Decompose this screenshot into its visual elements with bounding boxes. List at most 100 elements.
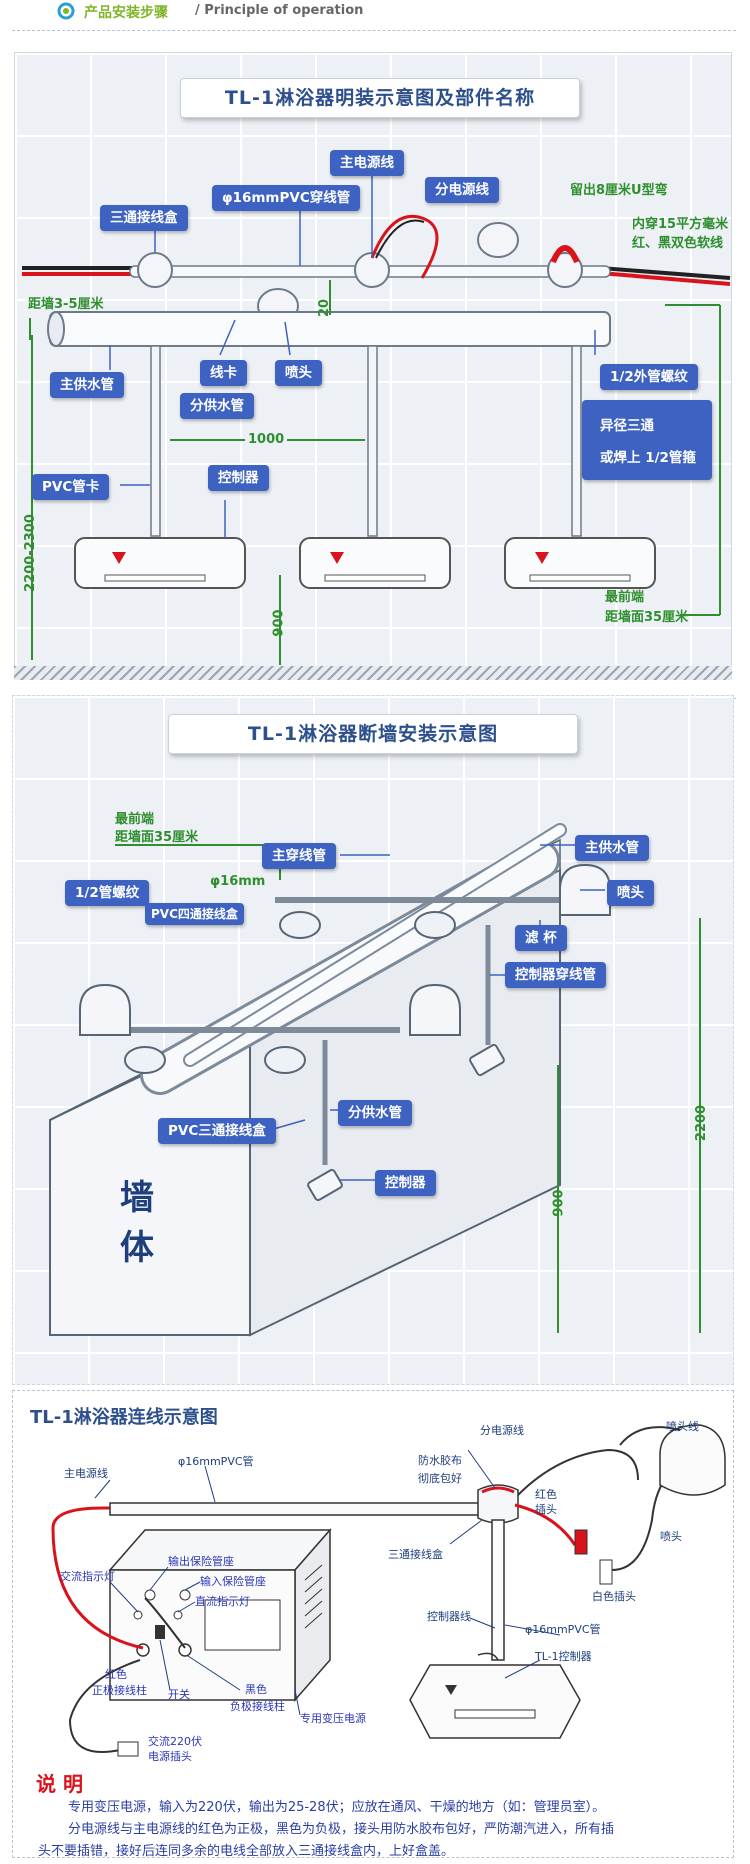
controller-1 [74,537,246,589]
ptr-out-fuse [149,1566,169,1591]
d3-label-red-1: 红色 [105,1668,127,1681]
d1-label-reducer-2: 或焊上 1/2管箍 [600,450,696,466]
shower-wire [619,1426,681,1446]
header-separator: / [195,3,200,18]
d1-label-wire-spec-2: 红、黑双色软线 [632,236,724,251]
d2-label-controller: 控制器 [375,1170,436,1196]
junction-2a [124,1046,166,1074]
main-wire-red [51,1506,230,1650]
ptr-switch [159,1639,171,1691]
ptr-transformer [294,1689,301,1716]
d1-label-clip: 线卡 [200,360,247,386]
d2-label-thread: 1/2管螺纹 [65,880,150,906]
d2-label-nozzle: 喷头 [607,880,654,906]
junction-2d [264,1046,306,1074]
led-dc [173,1610,183,1620]
tbox-tape [481,1486,515,1494]
pointer-nozzle [284,321,291,356]
diagram1-title: TL-1淋浴器明装示意图及部件名称 [180,78,580,118]
ptr-tl1 [504,1659,541,1679]
d1-label-branch-water: 分供水管 [180,393,254,419]
wire-red-right [599,271,731,286]
d1-label-main-water: 主供水管 [50,372,124,398]
power-plug [117,1741,139,1757]
d3-label-in-fuse: 输入保险管座 [200,1575,266,1588]
pvc-pipe-main [109,1502,481,1516]
d2-label-ctrl-conduit: 控制器穿线管 [505,962,606,988]
junction-2b [279,911,321,939]
ptr-black [187,1655,241,1691]
ptr-in-fuse [184,1581,201,1591]
d3-label-shower: 喷头 [660,1530,682,1543]
d2-wall-text-1: 墙 [120,1178,154,1218]
transformer-panel [204,1599,281,1651]
d3-label-transformer: 专用变压电源 [300,1712,366,1725]
d3-label-ac-led: 交流指示灯 [60,1570,115,1583]
ptr-ctrl-line [469,1617,496,1629]
branch-wire [370,215,439,279]
led-ac [133,1610,143,1620]
controller-3 [504,537,656,589]
controller-2 [299,537,451,589]
controller-2b [469,1043,505,1077]
d2-label-phi16: φ16mm [210,874,266,889]
d1-label-pipe16: φ16mmPVC穿线管 [212,185,361,211]
header-title: 产品安装步骤 [84,5,168,21]
power-cord [68,1659,141,1753]
junction-box-3 [547,252,583,288]
d1-reducer-box [582,400,712,480]
main-water-pipe-end [47,311,65,347]
nozzle-2b [409,983,461,1036]
branch-wire-black [375,219,425,259]
d1-label-branch-line: 分电源线 [425,177,499,203]
d2-label-front-2: 距墙面35厘米 [115,830,199,845]
switch [155,1625,165,1639]
d3-label-tl1: TL-1控制器 [535,1650,592,1663]
d1-label-front-2: 距墙面35厘米 [605,610,689,625]
ptr-dc-led [177,1601,196,1613]
d3-label-ac-plug-2: 电源插头 [148,1750,192,1763]
riser-1 [150,345,161,537]
tl1-window [454,1709,536,1719]
d2-label-pvc3: PVC三通接线盒 [158,1118,276,1144]
d3-label-pipe16b: φ16mmPVC管 [525,1623,601,1636]
d3-label-pipe16: φ16mmPVC管 [178,1455,254,1468]
d2-wall-text-2: 体 [120,1228,154,1268]
fuse-in [179,1589,191,1601]
branch-wire-3 [517,1448,639,1496]
junction-2c [414,911,456,939]
d2-label-pvc4: PVC四通接线盒 [145,903,244,925]
d3-label-switch: 开关 [168,1688,190,1701]
d1-label-ubend: 留出8厘米U型弯 [570,183,668,198]
d1-label-front-1: 最前端 [605,590,645,605]
d2-label-branch-water: 分供水管 [338,1100,412,1126]
d3-label-red-plug-1: 红色 [535,1488,557,1501]
ptr-ac-led [109,1581,139,1613]
d3-label-black-1: 黑色 [245,1683,267,1696]
pointer-d2-pvc3 [269,1119,306,1131]
white-plug [599,1559,613,1585]
d3-label-ac-plug-1: 交流220伏 [148,1735,202,1748]
pointer-clip [219,319,236,356]
d1-label-wire-spec-1: 内穿15平方毫米 [632,217,729,232]
d3-label-tbox: 三通接线盒 [388,1548,443,1561]
ctrl-wire [477,1652,499,1661]
wire-black-right [599,266,731,280]
d3-label-black-2: 负极接线柱 [230,1700,285,1713]
tl1-controller [409,1664,581,1739]
u-bend-red [550,245,580,264]
d1-label-controller: 控制器 [208,465,269,491]
d3-label-red-2: 正极接线柱 [92,1684,147,1697]
d3-label-shower-line: 喷头线 [666,1420,699,1433]
riser-3 [571,345,582,537]
red-plug [574,1529,588,1555]
notes-line-1: 专用变压电源，输入为220伏，输出为25-28伏；应放在通风、干燥的地方（如：管… [68,1800,606,1815]
tl1-mark [445,1685,457,1695]
notes-line-3: 头不要插错，接好后连同多余的电线全部放入三通接线盒内，上好盒盖。 [38,1844,455,1859]
d3-label-dc-led: 直流指示灯 [195,1595,250,1608]
d3-label-red-plug-2: 插头 [535,1503,557,1516]
header-subtitle: / Principle of operation [195,3,363,18]
d1-label-reducer-1: 异径三通 [600,418,654,434]
diagram3-title: TL-1淋浴器连线示意图 [30,1407,218,1428]
